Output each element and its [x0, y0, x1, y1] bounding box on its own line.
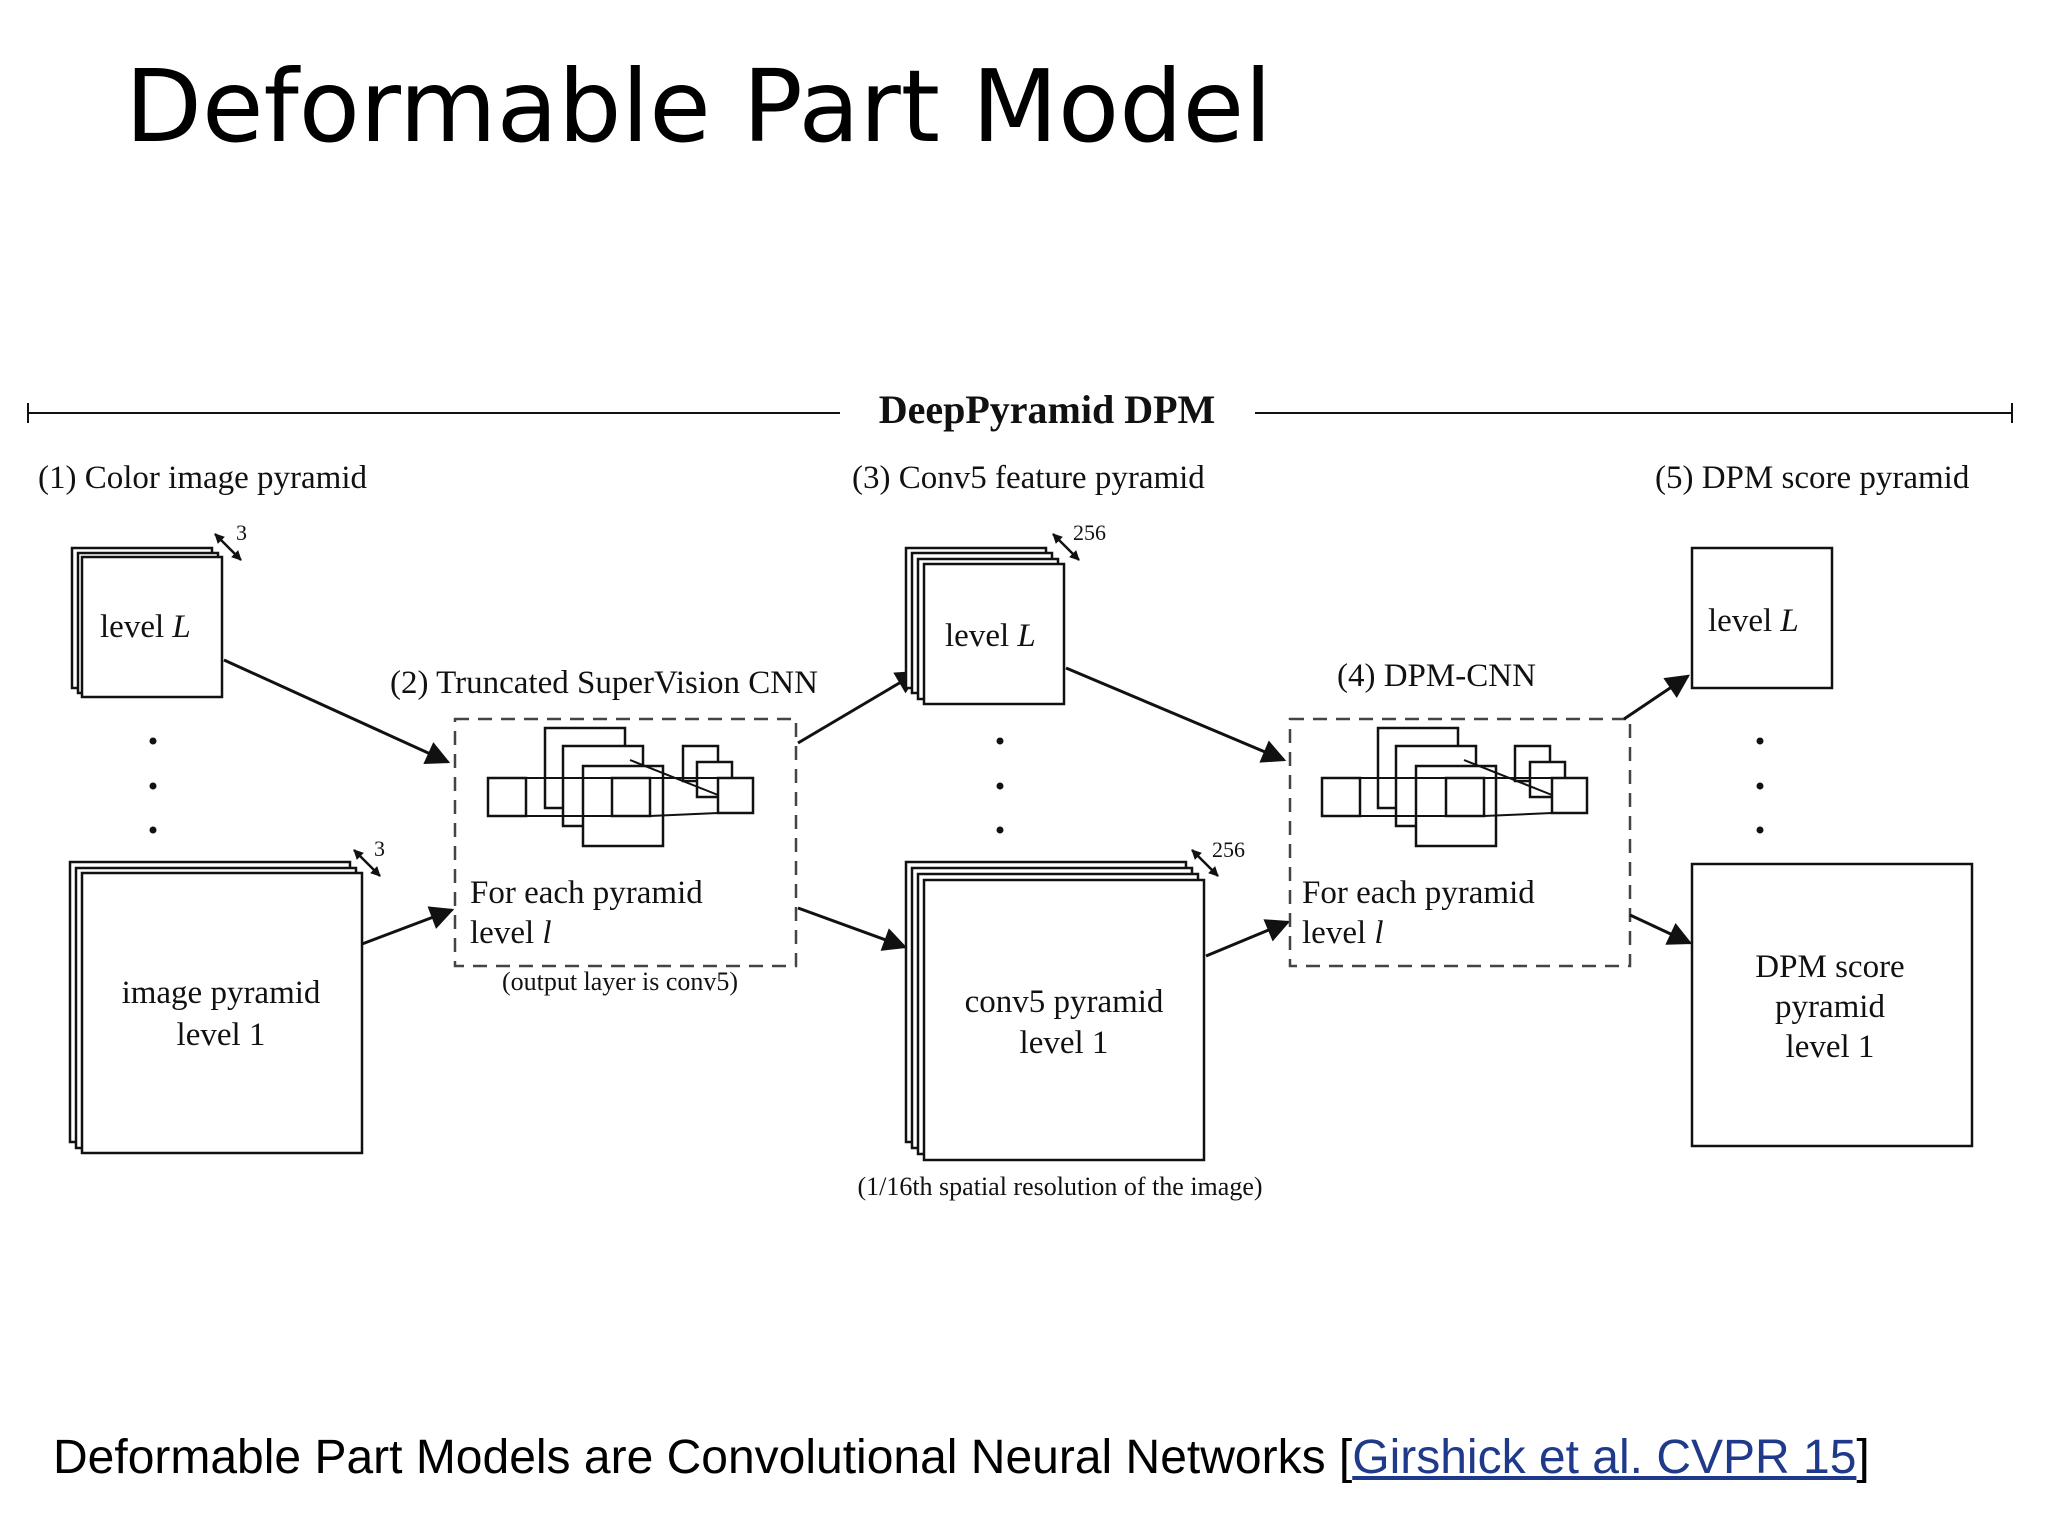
image-pyramid-label-1: image pyramid — [122, 975, 321, 1011]
output-layer-note: (output layer is conv5) — [502, 967, 738, 996]
channel-arrow-conv-1 — [1191, 849, 1219, 877]
arrow-dpmcnn-to-scoreL — [1623, 674, 1690, 721]
image-pyramid-label-2: level 1 — [177, 1017, 266, 1053]
channels-color-bottom: 3 — [374, 836, 385, 861]
vertical-ellipsis-1 — [149, 737, 157, 834]
for-each-line-2: level l — [470, 915, 552, 951]
citation-link[interactable]: Girshick et al. CVPR 15 — [1352, 1431, 1857, 1484]
vertical-ellipsis-5 — [1756, 737, 1764, 834]
vertical-ellipsis-3 — [996, 737, 1004, 834]
stage2-label: (2) Truncated SuperVision CNN — [390, 665, 818, 701]
channels-conv-bottom: 256 — [1212, 837, 1245, 862]
score-pyramid-level-L — [1690, 546, 1834, 690]
arrow-conv5L-to-dpmcnn — [1065, 666, 1287, 763]
header-bracket — [27, 403, 2013, 423]
cnn-icon-2 — [1320, 726, 1589, 848]
score-label-3: level 1 — [1786, 1029, 1875, 1065]
caption-text: Deformable Part Models are Convolutional… — [53, 1431, 1353, 1484]
color-pyramid-level-L — [70, 546, 224, 699]
diagram-header: DeepPyramid DPM — [879, 387, 1216, 432]
dpm-for-each-line-1: For each pyramid — [1302, 875, 1535, 911]
slide-title: Deformable Part Model — [125, 48, 1272, 165]
color-level-L-label: level L — [100, 609, 191, 645]
channels-color-top: 3 — [236, 520, 247, 545]
resolution-note: (1/16th spatial resolution of the image) — [857, 1172, 1262, 1201]
conv5-label-1: conv5 pyramid — [965, 984, 1164, 1020]
score-label-1: DPM score — [1755, 949, 1904, 985]
channel-arrow-conv-L — [1052, 533, 1080, 561]
score-level-L-label: level L — [1708, 603, 1799, 639]
conv5-pyramid-level-1 — [904, 860, 1206, 1162]
slide-caption: Deformable Part Models are Convolutional… — [53, 1430, 1870, 1485]
score-pyramid-level-1 — [1690, 862, 1974, 1148]
channel-arrow-color-1 — [353, 849, 381, 877]
arrow-image1-to-cnn — [361, 906, 455, 946]
cnn-icon-2-connections — [1360, 759, 1553, 817]
conv5-pyramid-level-L — [904, 546, 1066, 706]
arrow-cnn-to-conv5L — [797, 670, 921, 745]
arrow-colorL-to-cnn — [223, 658, 451, 764]
image-pyramid-level-1 — [68, 860, 364, 1155]
stage3-label: (3) Conv5 feature pyramid — [852, 460, 1205, 496]
caption-end: ] — [1856, 1431, 1870, 1484]
arrow-dpmcnn-to-score1 — [1629, 913, 1693, 945]
channel-arrow-color-L — [214, 533, 242, 561]
stage1-label: (1) Color image pyramid — [38, 460, 368, 496]
dpm-cnn-box — [1288, 717, 1632, 968]
dpm-for-each-line-2: level l — [1302, 915, 1384, 951]
cnn-icon-1-connections — [526, 759, 719, 817]
cnn-icon-1 — [486, 726, 755, 848]
score-label-2: pyramid — [1775, 989, 1885, 1025]
conv5-level-L-label: level L — [945, 618, 1036, 654]
truncated-cnn-box — [453, 717, 798, 968]
stage4-label: (4) DPM-CNN — [1337, 658, 1536, 694]
conv5-label-2: level 1 — [1020, 1025, 1109, 1061]
for-each-line-1: For each pyramid — [470, 875, 703, 911]
arrow-conv5-1-to-dpmcnn — [1205, 919, 1291, 958]
channels-conv-top: 256 — [1073, 520, 1106, 545]
arrow-cnn-to-conv5-1 — [797, 906, 908, 951]
stage5-label: (5) DPM score pyramid — [1655, 460, 1970, 496]
